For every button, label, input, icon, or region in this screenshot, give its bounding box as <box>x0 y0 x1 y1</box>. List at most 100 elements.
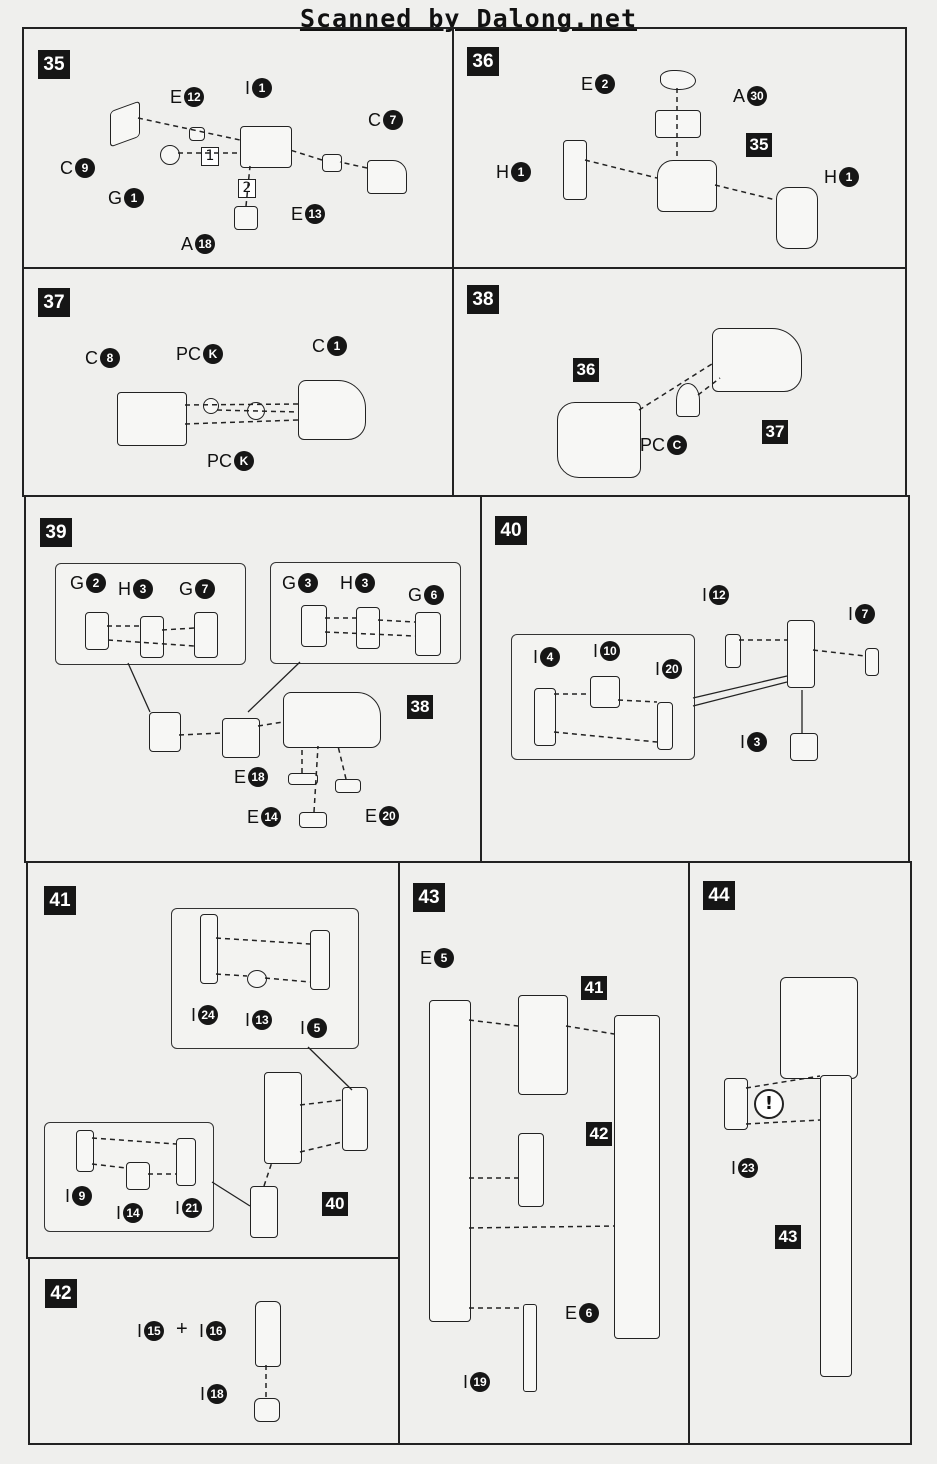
part-g2 <box>85 612 109 650</box>
part-42-assembly <box>518 1133 544 1207</box>
assembly-order-2: 2 <box>238 179 256 198</box>
step-38-number: 38 <box>467 285 499 314</box>
part-36-assembly <box>557 402 641 478</box>
part-pcc <box>676 383 700 417</box>
step-38-panel <box>452 267 907 497</box>
part-i18 <box>254 1398 280 1422</box>
step-36-panel <box>452 27 907 269</box>
part-pck-1 <box>203 398 219 414</box>
part-e13 <box>322 154 342 172</box>
part-i1 <box>240 126 292 168</box>
part-pck-2 <box>247 402 265 420</box>
step-35-panel <box>22 27 454 269</box>
step-38-ref-36: 36 <box>573 358 599 382</box>
part-e20 <box>335 779 361 793</box>
part-i3 <box>790 733 818 761</box>
step-42-number: 42 <box>45 1279 77 1308</box>
part-g6 <box>415 612 441 656</box>
part-41-assembly <box>518 995 568 1095</box>
step-40-number: 40 <box>495 516 527 545</box>
part-i9 <box>76 1130 94 1172</box>
step-39-number: 39 <box>40 518 72 547</box>
plus-sign: + <box>176 1318 188 1340</box>
part-h1-left <box>563 140 587 200</box>
part-i21 <box>176 1138 196 1186</box>
part-c8 <box>117 392 187 446</box>
step-44-ref-43: 43 <box>775 1225 801 1249</box>
step-39-ref-38: 38 <box>407 695 433 719</box>
step-44-number: 44 <box>703 881 735 910</box>
part-43-shaft <box>820 1075 852 1377</box>
part-e18 <box>288 773 318 785</box>
step-35-number: 35 <box>38 50 70 79</box>
assembly-order-1: 1 <box>201 147 219 166</box>
part-g1-ball <box>160 145 180 165</box>
part-40-arm <box>787 620 815 688</box>
part-37-assembly <box>712 328 802 392</box>
part-g3 <box>301 605 327 647</box>
step-41-ref-40: 40 <box>322 1192 348 1216</box>
part-i16 <box>255 1301 281 1367</box>
part-h3-left <box>140 616 164 658</box>
part-i10 <box>590 676 620 708</box>
part-e2 <box>660 70 696 90</box>
step-42-panel <box>28 1257 400 1445</box>
part-e12 <box>189 127 205 141</box>
step-43-ref-42: 42 <box>586 1122 612 1146</box>
part-i12 <box>725 634 741 668</box>
part-38-assembly <box>283 692 381 748</box>
part-g7 <box>194 612 218 658</box>
part-39-right-piece <box>222 718 260 758</box>
step-41-number: 41 <box>44 886 76 915</box>
part-i19-rod <box>523 1304 537 1392</box>
part-i20 <box>657 702 673 750</box>
step-44-panel <box>688 861 912 1445</box>
part-e6-frame <box>614 1015 660 1339</box>
part-c1 <box>298 380 366 440</box>
part-41-top-left <box>200 914 218 984</box>
part-h1-right <box>776 187 818 249</box>
part-40-assembly <box>264 1072 302 1164</box>
step-43-number: 43 <box>413 883 445 912</box>
part-i13 <box>247 970 267 988</box>
part-i7 <box>865 648 879 676</box>
part-h3-right <box>356 607 380 649</box>
step-38-ref-37: 37 <box>762 420 788 444</box>
part-43-assembly <box>780 977 858 1079</box>
part-c7 <box>367 160 407 194</box>
part-i14 <box>126 1162 150 1190</box>
part-41-right-arm <box>342 1087 368 1151</box>
part-41-bottom-part <box>250 1186 278 1238</box>
